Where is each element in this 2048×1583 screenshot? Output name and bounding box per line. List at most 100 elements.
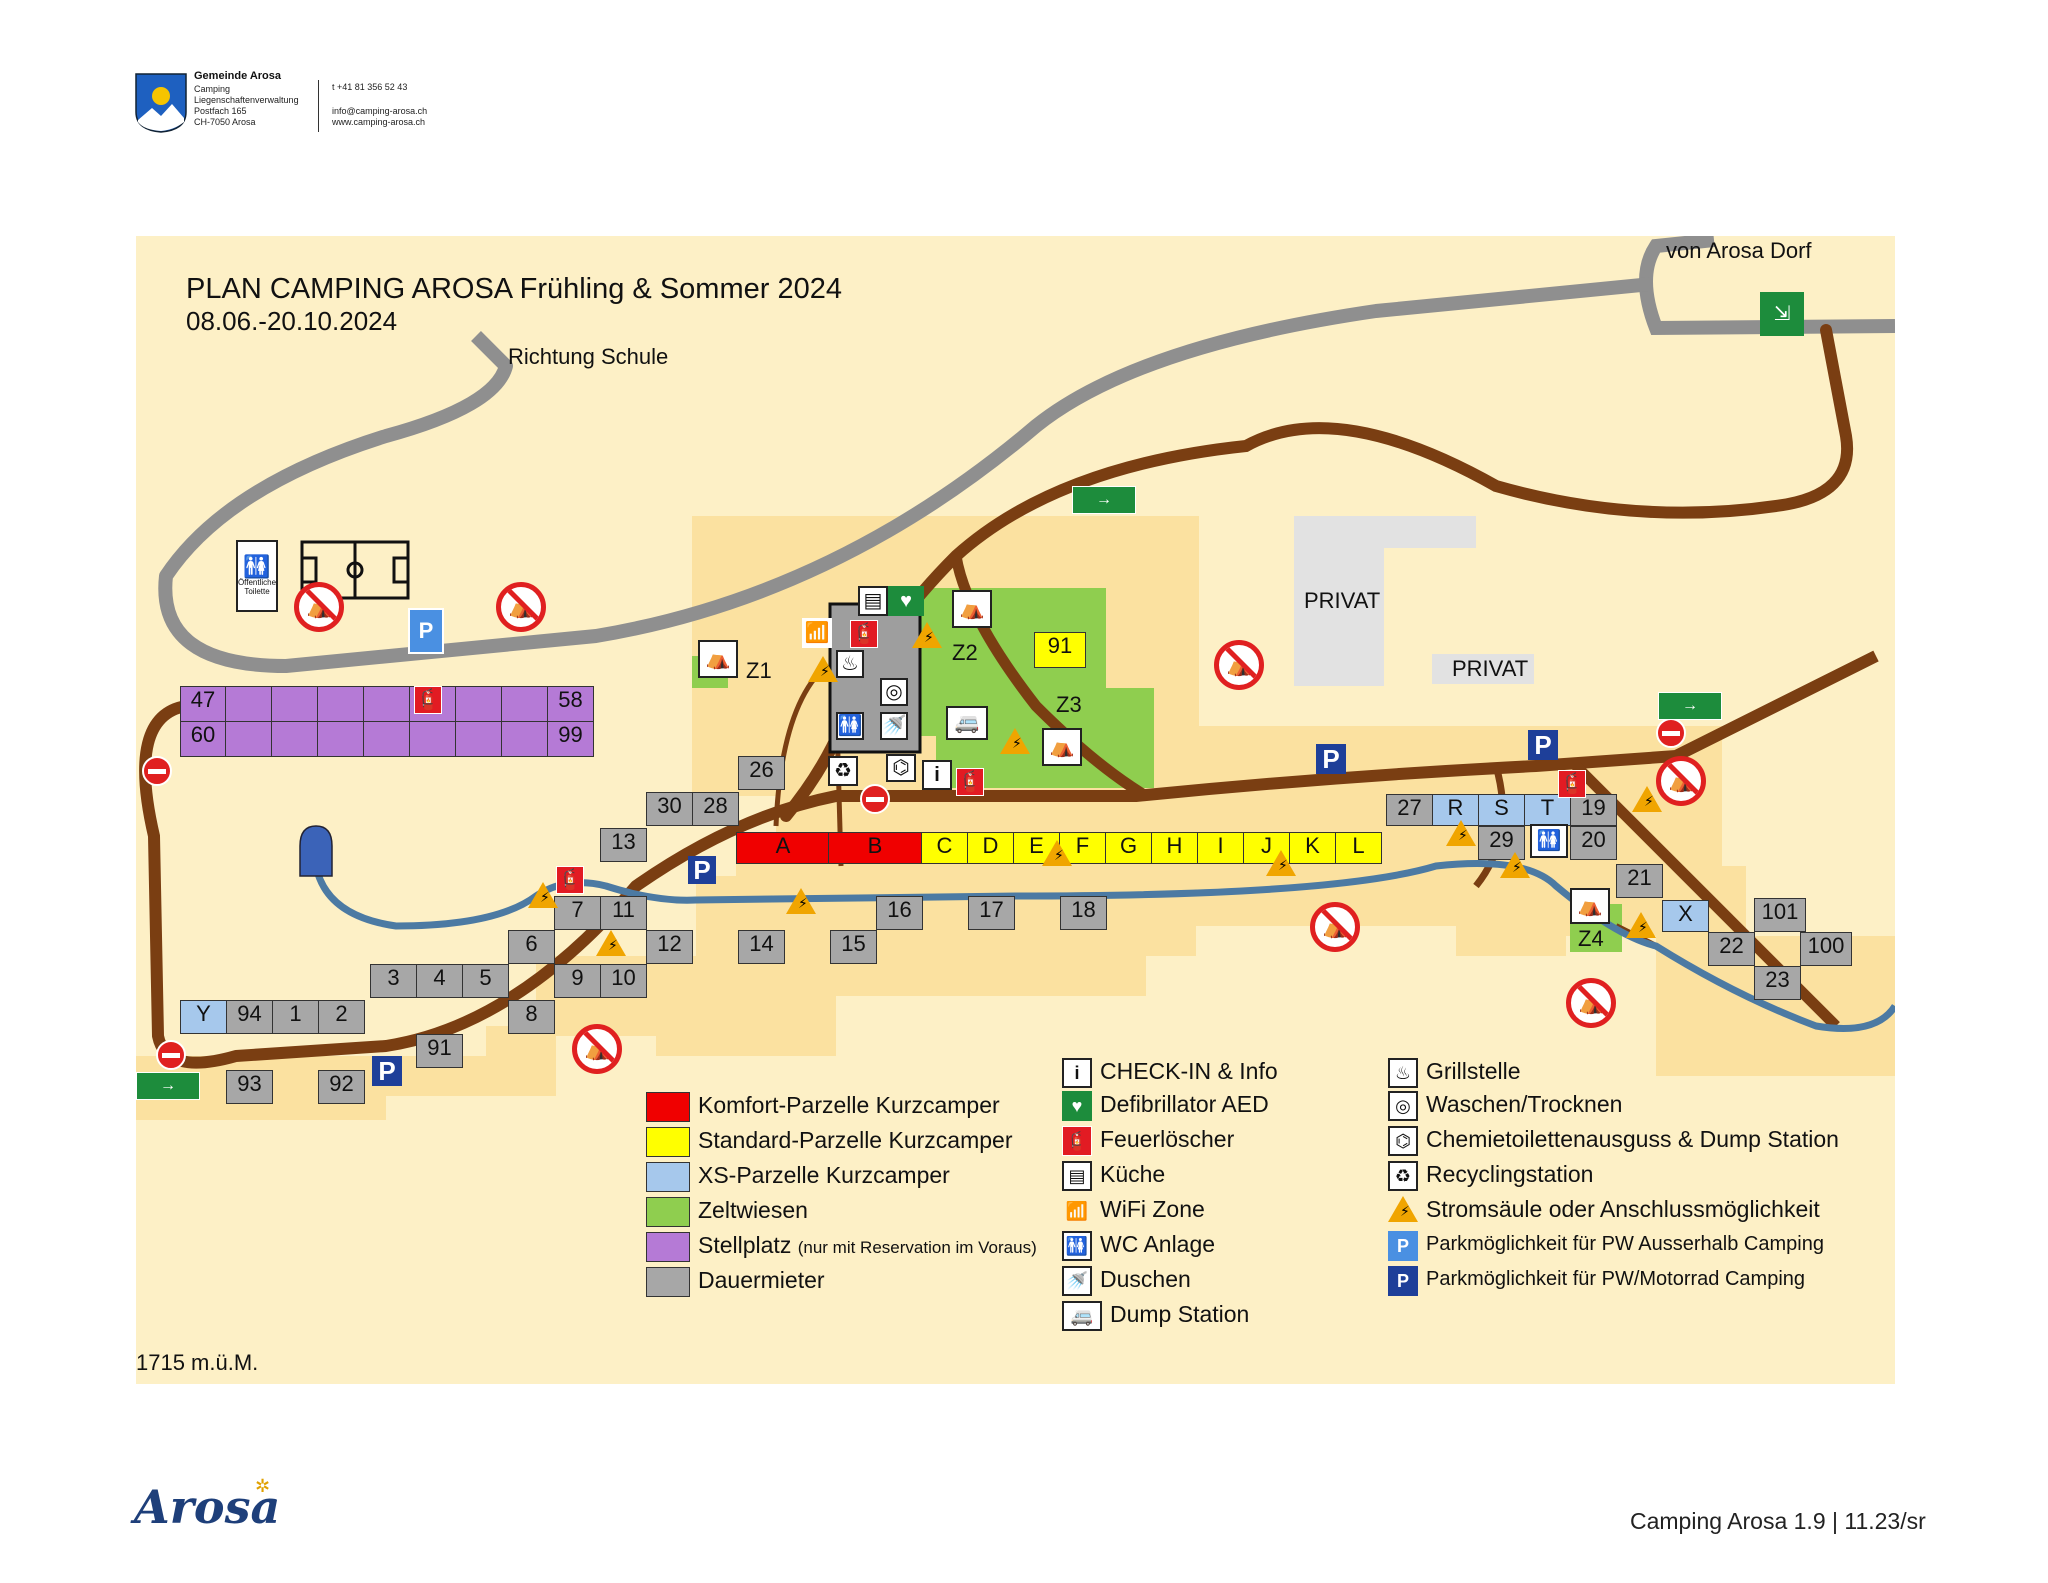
stellplatz-plot[interactable] <box>225 686 272 722</box>
komfort-plot-a[interactable]: A <box>736 832 830 864</box>
stellplatz-plot-60[interactable]: 60 <box>180 721 226 757</box>
legend-komfort: Komfort-Parzelle Kurzcamper <box>698 1092 1000 1118</box>
stellplatz-plot-99[interactable]: 99 <box>547 721 594 757</box>
stellplatz-plot[interactable] <box>455 686 502 722</box>
shower-icon: 🚿 <box>1062 1266 1092 1296</box>
parking-icon: P <box>1316 744 1346 774</box>
dauermieter-plot-7[interactable]: 7 <box>554 896 601 930</box>
dauermieter-plot-1[interactable]: 1 <box>272 1000 319 1034</box>
stellplatz-plot[interactable] <box>363 721 410 757</box>
standard-plot-k[interactable]: K <box>1289 832 1336 864</box>
grill-icon: ♨ <box>1388 1058 1418 1088</box>
standard-plot-g[interactable]: G <box>1105 832 1152 864</box>
xs-plot-t[interactable]: T <box>1524 794 1571 826</box>
dauermieter-plot-94[interactable]: 94 <box>226 1000 273 1034</box>
komfort-plot-b[interactable]: B <box>828 832 922 864</box>
parking-icon: P <box>372 1056 402 1086</box>
legend-stellplatz-note: (nur mit Reservation im Voraus) <box>797 1238 1037 1257</box>
fire-extinguisher-icon: 🧯 <box>850 620 878 648</box>
assembly-point-icon: ⇲ <box>1760 292 1804 336</box>
dauermieter-plot-4[interactable]: 4 <box>416 964 463 998</box>
parking-icon: P <box>1388 1266 1418 1296</box>
website: www.camping-arosa.ch <box>332 117 426 127</box>
washing-icon: ◎ <box>880 678 908 706</box>
dauermieter-plot-17[interactable]: 17 <box>968 896 1015 930</box>
standard-plot-l[interactable]: L <box>1335 832 1382 864</box>
address-line-2: Liegenschaftenverwaltung <box>194 95 299 105</box>
stellplatz-plot[interactable] <box>271 686 318 722</box>
dauermieter-plot-100[interactable]: 100 <box>1800 932 1852 966</box>
legend-standard: Standard-Parzelle Kurzcamper <box>698 1127 1013 1153</box>
dauermieter-plot-13[interactable]: 13 <box>600 828 647 862</box>
stellplatz-plot-47[interactable]: 47 <box>180 686 226 722</box>
dauermieter-plot-21[interactable]: 21 <box>1616 864 1663 898</box>
emergency-exit-icon: → <box>1072 486 1136 514</box>
grill-icon: ♨ <box>836 650 864 678</box>
legend-recycling: Recyclingstation <box>1426 1161 1594 1187</box>
dauermieter-plot-14[interactable]: 14 <box>738 930 785 964</box>
dauermieter-plot-30[interactable]: 30 <box>646 792 693 826</box>
dauermieter-plot-18[interactable]: 18 <box>1060 896 1107 930</box>
dauermieter-plot-93[interactable]: 93 <box>226 1070 273 1104</box>
stellplatz-plot[interactable] <box>271 721 318 757</box>
dauermieter-plot-2[interactable]: 2 <box>318 1000 365 1034</box>
no-tent-icon: ⛺ <box>1310 902 1360 952</box>
dauermieter-plot-22[interactable]: 22 <box>1708 932 1755 966</box>
dauermieter-plot-92[interactable]: 92 <box>318 1070 365 1104</box>
dauermieter-plot-8[interactable]: 8 <box>508 1000 555 1034</box>
stellplatz-plot[interactable] <box>501 721 548 757</box>
camping-map: PLAN CAMPING AROSA Frühling & Sommer 202… <box>136 236 1895 1384</box>
header: Gemeinde Arosa Camping Liegenschaftenver… <box>134 70 454 140</box>
xs-plot-y[interactable]: Y <box>180 1000 227 1034</box>
dauermieter-plot-16[interactable]: 16 <box>876 896 923 930</box>
legend-shower: Duschen <box>1100 1266 1191 1292</box>
stellplatz-plot[interactable] <box>317 721 364 757</box>
legend-swatch-standard <box>646 1127 690 1157</box>
no-entry-icon <box>156 1040 186 1070</box>
wc-icon: 🚻Öffentliche Toilette <box>236 540 278 612</box>
xs-plot-s[interactable]: S <box>1478 794 1525 826</box>
dauermieter-plot-11[interactable]: 11 <box>600 896 647 930</box>
dauermieter-plot-12[interactable]: 12 <box>646 930 693 964</box>
dauermieter-plot-23[interactable]: 23 <box>1754 966 1801 1000</box>
dauermieter-plot-15[interactable]: 15 <box>830 930 877 964</box>
label-privat-2: PRIVAT <box>1452 656 1529 681</box>
stellplatz-plot[interactable] <box>501 686 548 722</box>
dauermieter-plot-3[interactable]: 3 <box>370 964 417 998</box>
standard-plot-h[interactable]: H <box>1151 832 1198 864</box>
power-outlet-icon: ⚡ <box>1042 840 1072 866</box>
power-outlet-icon: ⚡ <box>786 888 816 914</box>
dauermieter-plot-6[interactable]: 6 <box>508 930 555 964</box>
dauermieter-plot-91[interactable]: 91 <box>416 1034 463 1068</box>
no-tent-icon: ⛺ <box>294 582 344 632</box>
no-tent-icon: ⛺ <box>496 582 546 632</box>
stellplatz-plot-58[interactable]: 58 <box>547 686 594 722</box>
standard-plot-i[interactable]: I <box>1197 832 1244 864</box>
dauermieter-plot-26[interactable]: 26 <box>738 756 785 790</box>
legend-parking-camping: Parkmöglichkeit für PW/Motorrad Camping <box>1426 1268 1806 1290</box>
dauermieter-plot-5[interactable]: 5 <box>462 964 509 998</box>
stellplatz-plot[interactable] <box>455 721 502 757</box>
dauermieter-plot-10[interactable]: 10 <box>600 964 647 998</box>
standard-plot-d[interactable]: D <box>967 832 1014 864</box>
xs-plot-x[interactable]: X <box>1662 900 1709 932</box>
dauermieter-plot-20[interactable]: 20 <box>1570 826 1617 860</box>
standard-plot-91[interactable]: 91 <box>1034 632 1086 668</box>
dauermieter-plot-27[interactable]: 27 <box>1386 794 1433 826</box>
stellplatz-plot[interactable] <box>363 686 410 722</box>
legend-defibrillator: Defibrillator AED <box>1100 1091 1269 1117</box>
power-outlet-icon: ⚡ <box>596 930 626 956</box>
stellplatz-plot[interactable] <box>317 686 364 722</box>
dauermieter-plot-9[interactable]: 9 <box>554 964 601 998</box>
dauermieter-plot-28[interactable]: 28 <box>692 792 739 826</box>
standard-plot-c[interactable]: C <box>921 832 968 864</box>
wc-icon: 🚻 <box>1062 1231 1092 1261</box>
parking-icon: P <box>688 856 716 884</box>
header-separator <box>318 80 319 132</box>
legend-kitchen: Küche <box>1100 1161 1166 1187</box>
dauermieter-plot-101[interactable]: 101 <box>1754 898 1806 932</box>
dauermieter-plot-19[interactable]: 19 <box>1570 794 1617 826</box>
stellplatz-plot[interactable] <box>409 721 456 757</box>
stellplatz-plot[interactable] <box>225 721 272 757</box>
power-outlet-icon: ⚡ <box>1446 820 1476 846</box>
